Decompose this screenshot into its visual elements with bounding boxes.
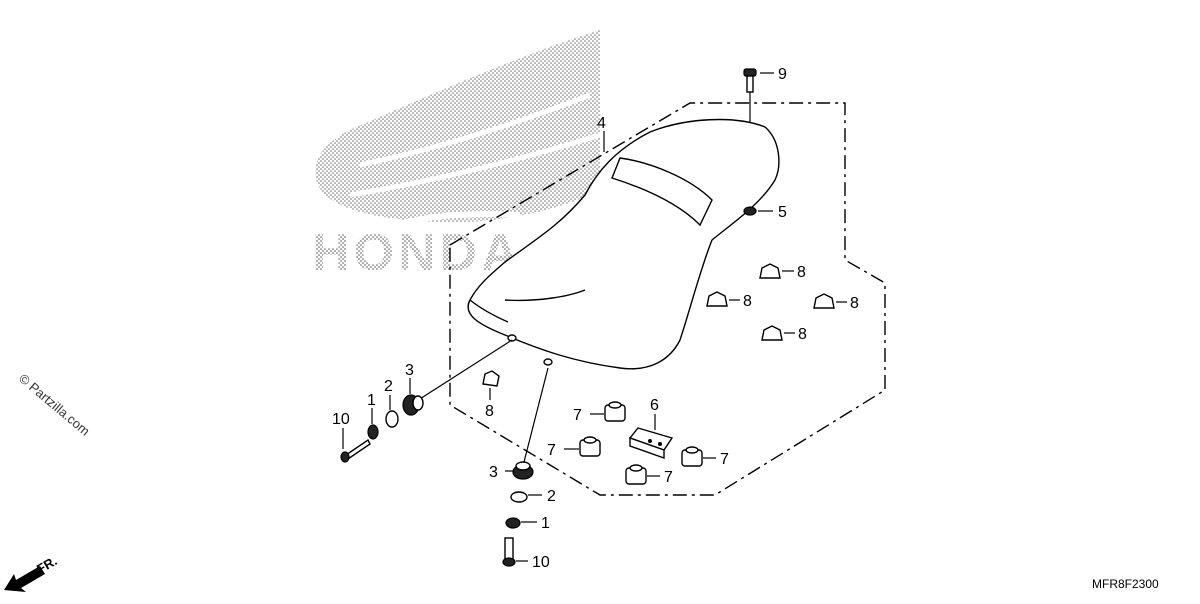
- callout-2-left: 2: [384, 378, 393, 395]
- diagram-code: MFR8F2300: [1092, 577, 1159, 591]
- callout-10-bottom: 10: [532, 554, 550, 571]
- honda-wing-logo: HONDA: [312, 30, 601, 282]
- rubber-7b: 7: [547, 436, 601, 459]
- callout-2-bottom: 2: [547, 488, 556, 505]
- rubber-7d: 7: [625, 464, 673, 486]
- honda-logo-text: HONDA: [312, 224, 523, 282]
- callout-4: 4: [597, 115, 606, 132]
- cushion-8b: 8: [706, 291, 752, 310]
- washer-5: 5: [743, 204, 787, 221]
- cushion-8d: 8: [761, 325, 807, 343]
- seat: [467, 118, 780, 370]
- bolt-9: 9: [743, 66, 787, 122]
- bolt-10-bottom: 10: [502, 537, 550, 571]
- collar-2-bottom: 2: [510, 488, 556, 505]
- callout-7c: 7: [720, 451, 729, 468]
- callout-8c: 8: [850, 295, 859, 312]
- callout-8b: 8: [743, 293, 752, 310]
- assembly-outline: [449, 102, 886, 496]
- callout-7b: 7: [547, 442, 556, 459]
- rubber-7a: 7: [573, 401, 626, 424]
- cushion-8a: 8: [759, 263, 806, 281]
- collar-2-left: 2: [384, 378, 399, 428]
- callout-1-left: 1: [367, 392, 376, 409]
- callout-7d: 7: [664, 469, 673, 486]
- callout-8a: 8: [797, 264, 806, 281]
- callout-10-left: 10: [332, 411, 350, 428]
- callout-8e: 8: [485, 403, 494, 420]
- callout-1-bottom: 1: [541, 515, 550, 532]
- callout-3-bottom: 3: [489, 464, 498, 481]
- watermark-text: © Partzilla.com: [16, 371, 93, 439]
- callout-6: 6: [650, 397, 659, 414]
- grommet-3-left: 3: [402, 362, 424, 416]
- callout-5: 5: [778, 204, 787, 221]
- cushion-8c: 8: [813, 293, 859, 312]
- callout-9: 9: [778, 66, 787, 83]
- bolt-10-left: 10: [332, 411, 371, 463]
- callout-8d: 8: [798, 326, 807, 343]
- rubber-7c: 7: [681, 446, 729, 468]
- callout-7a: 7: [573, 407, 582, 424]
- washer-1-bottom: 1: [505, 515, 550, 532]
- bracket-6: 6: [628, 397, 674, 459]
- washer-1-left: 1: [367, 392, 379, 440]
- callout-3-left: 3: [405, 362, 414, 379]
- cushion-8e: 8: [482, 370, 500, 420]
- front-direction-arrow-icon: FR.: [4, 553, 60, 592]
- grommet-3-bottom: 3: [489, 461, 534, 481]
